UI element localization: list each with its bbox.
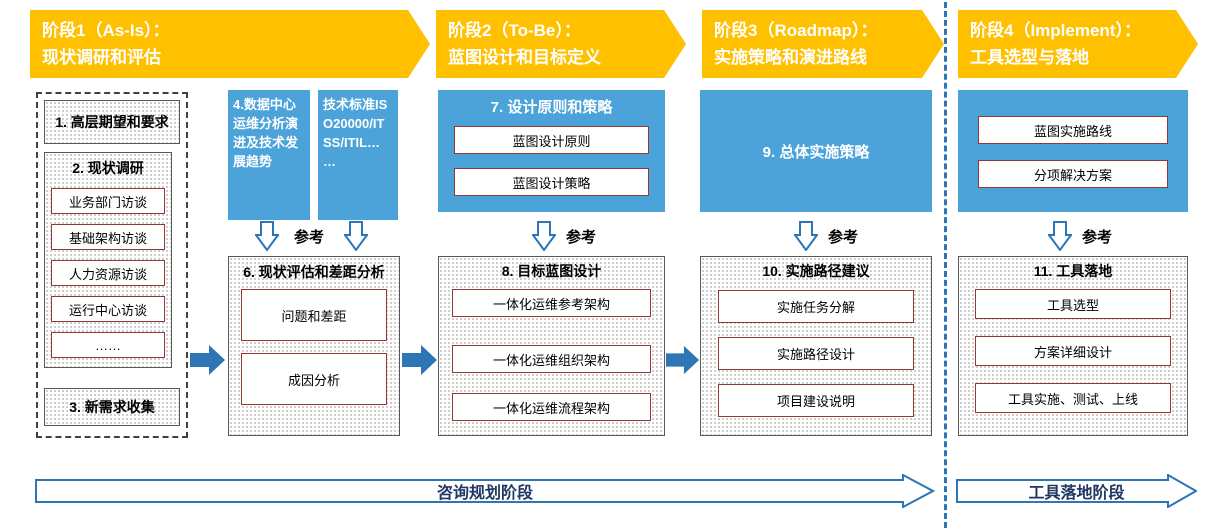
expectations-box: 1. 高层期望和要求 [44, 100, 180, 144]
phase4-title-line1: 阶段4（Implement）： [970, 21, 1141, 40]
dc-trend-box: 4.数据中心运维分析演进及技术发展趋势 [228, 90, 310, 220]
reference-label: 参考 [294, 229, 325, 246]
arrow-down-icon [255, 221, 279, 251]
phase3-banner: 阶段3（Roadmap）： 实施策略和演进路线 [702, 10, 944, 78]
phase1-banner: 阶段1（As-Is）： 现状调研和评估 [30, 10, 430, 78]
phase4-title-line2: 工具选型与落地 [970, 48, 1089, 67]
reference-label: 参考 [828, 229, 859, 246]
phase1-title-line2: 现状调研和评估 [42, 48, 161, 67]
survey-item: 人力资源访谈 [51, 260, 165, 286]
implement-inputs-box: 蓝图实施路线 分项解决方案 [958, 90, 1188, 212]
overall-strategy-box: 9. 总体实施策略 [700, 90, 932, 212]
design-principles-box: 7. 设计原则和策略 蓝图设计原则 蓝图设计策略 [438, 90, 665, 212]
implementation-stage-label: 工具落地阶段 [1028, 485, 1125, 502]
tooling-box: 11. 工具落地 工具选型 方案详细设计 工具实施、测试、上线 [958, 256, 1188, 436]
consulting-stage-label: 咨询规划阶段 [436, 485, 533, 502]
arrow-right-icon [190, 345, 225, 375]
survey-box: 2. 现状调研 业务部门访谈 基础架构访谈 人力资源访谈 运行中心访谈 …… [44, 152, 172, 368]
implementation-stage-arrow: 工具落地阶段 [956, 474, 1197, 508]
roadmap-box: 10. 实施路径建议 实施任务分解 实施路径设计 项目建设说明 [700, 256, 932, 436]
tooling-item: 方案详细设计 [975, 336, 1171, 366]
phase3-title-line1: 阶段3（Roadmap）： [714, 21, 878, 40]
roadmap-title: 10. 实施路径建议 [762, 263, 870, 279]
reference-label: 参考 [566, 229, 597, 246]
roadmap-item: 实施任务分解 [718, 290, 914, 323]
assessment-item: 问题和差距 [241, 289, 387, 341]
asis-group-frame [36, 92, 188, 438]
survey-item: 业务部门访谈 [51, 188, 165, 214]
assessment-box: 6. 现状评估和差距分析 问题和差距 成因分析 [228, 256, 400, 436]
tooling-item: 工具选型 [975, 289, 1171, 319]
implement-input-item: 蓝图实施路线 [978, 116, 1168, 144]
expectations-label: 1. 高层期望和要求 [55, 114, 169, 130]
blueprint-box: 8. 目标蓝图设计 一体化运维参考架构 一体化运维组织架构 一体化运维流程架构 [438, 256, 665, 436]
arrow-down-icon [1048, 221, 1072, 251]
reference-label: 参考 [1082, 229, 1113, 246]
new-requirements-box: 3. 新需求收集 [44, 388, 180, 426]
assessment-title: 6. 现状评估和差距分析 [243, 264, 385, 280]
survey-item: 运行中心访谈 [51, 296, 165, 322]
phase3-title-line2: 实施策略和演进路线 [714, 48, 867, 67]
stage-arrow-shape [35, 474, 935, 508]
tooling-title: 11. 工具落地 [1033, 263, 1113, 279]
blueprint-item: 一体化运维流程架构 [452, 393, 651, 421]
phase1-title-line1: 阶段1（As-Is）： [42, 21, 170, 40]
standards-box: 技术标准ISO20000/ITSS/ITIL… … [318, 90, 398, 220]
design-principles-item: 蓝图设计原则 [454, 126, 649, 154]
phase-divider-line [944, 2, 947, 528]
arrow-right-icon [402, 345, 437, 375]
arrow-down-icon [344, 221, 368, 251]
phase2-title-line2: 蓝图设计和目标定义 [448, 48, 601, 67]
design-principles-title: 7. 设计原则和策略 [490, 99, 613, 116]
implement-input-item: 分项解决方案 [978, 160, 1168, 188]
stage-arrow-shape [956, 474, 1197, 508]
assessment-item: 成因分析 [241, 353, 387, 405]
blueprint-title: 8. 目标蓝图设计 [501, 263, 602, 279]
tooling-item: 工具实施、测试、上线 [975, 383, 1171, 413]
blueprint-item: 一体化运维组织架构 [452, 345, 651, 373]
roadmap-item: 实施路径设计 [718, 337, 914, 370]
new-requirements-label: 3. 新需求收集 [69, 399, 155, 415]
arrow-down-icon [532, 221, 556, 251]
survey-item: 基础架构访谈 [51, 224, 165, 250]
blueprint-item: 一体化运维参考架构 [452, 289, 651, 317]
design-principles-item: 蓝图设计策略 [454, 168, 649, 196]
roadmap-item: 项目建设说明 [718, 384, 914, 417]
consulting-stage-arrow: 咨询规划阶段 [35, 474, 935, 508]
phase2-title-line1: 阶段2（To-Be）： [448, 21, 581, 40]
phase2-banner: 阶段2（To-Be）： 蓝图设计和目标定义 [436, 10, 686, 78]
arrow-down-icon [794, 221, 818, 251]
survey-item: …… [51, 332, 165, 358]
arrow-right-icon [666, 345, 700, 375]
survey-title: 2. 现状调研 [72, 160, 144, 176]
phase4-banner: 阶段4（Implement）： 工具选型与落地 [958, 10, 1198, 78]
